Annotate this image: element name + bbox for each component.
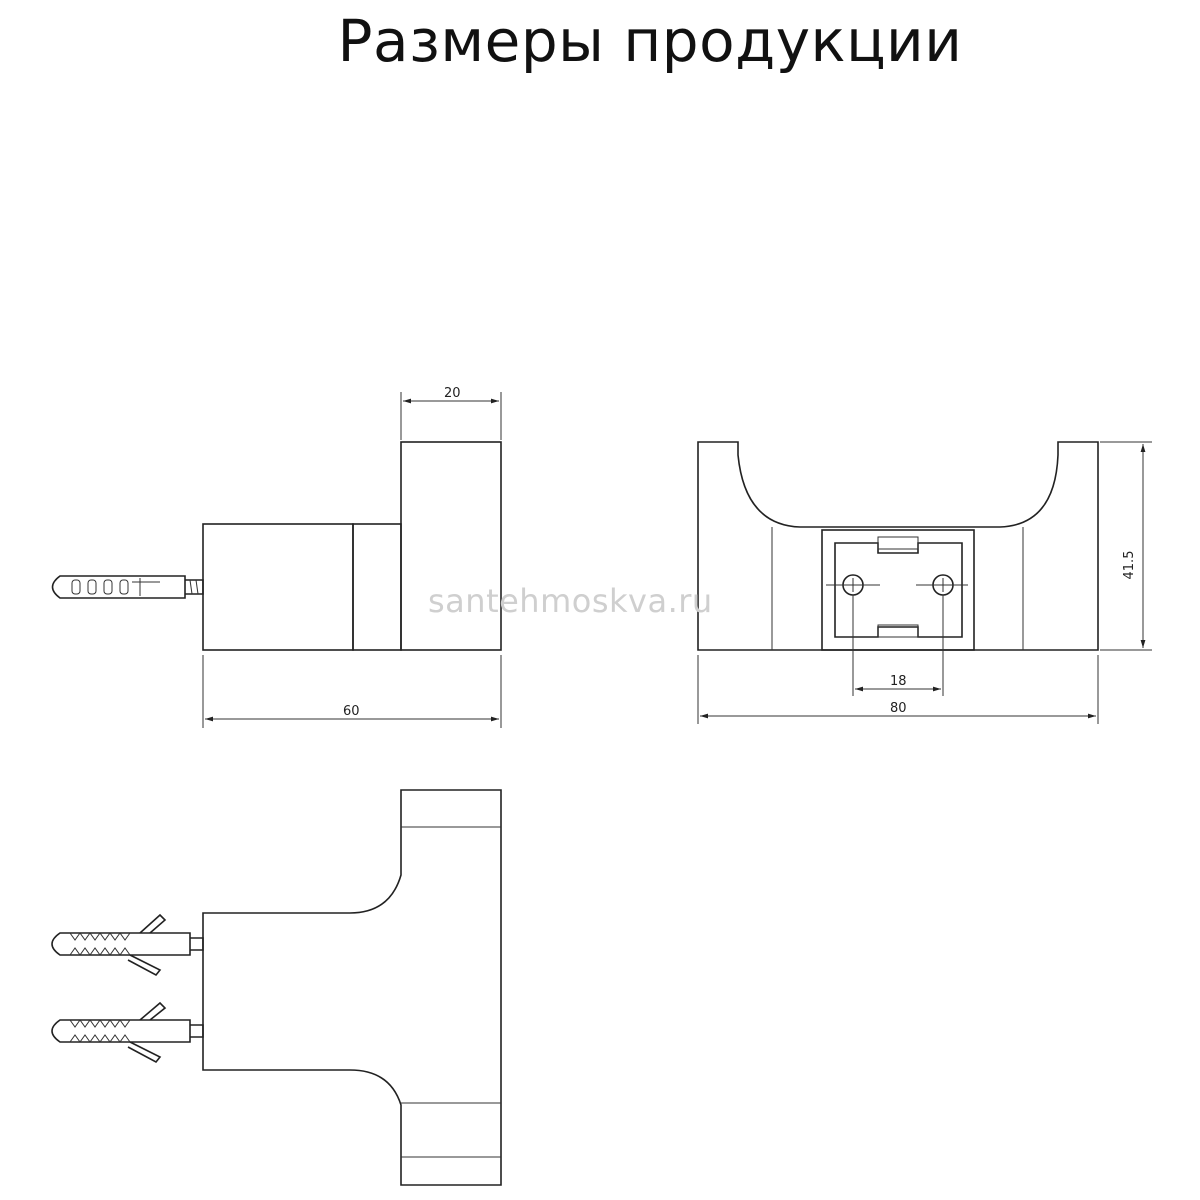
top-view bbox=[51, 789, 502, 1186]
side-view: 20 60 bbox=[51, 386, 502, 728]
dim-front-width: 80 bbox=[890, 701, 907, 716]
dim-front-height: 41.5 bbox=[1122, 551, 1137, 580]
wall-anchor-icon bbox=[51, 575, 204, 599]
front-view: 18 80 41.5 bbox=[697, 441, 1152, 724]
dim-mount-spacing: 18 bbox=[890, 674, 907, 689]
page-title: Размеры продукции bbox=[337, 7, 963, 75]
screw-icon bbox=[916, 574, 968, 596]
screw-icon bbox=[826, 574, 880, 596]
wall-anchor-icon bbox=[51, 913, 204, 977]
dim-side-depth: 60 bbox=[343, 704, 360, 719]
wall-anchor-icon bbox=[51, 1001, 204, 1064]
watermark: santehmoskva.ru bbox=[428, 582, 713, 620]
dim-side-width: 20 bbox=[444, 386, 461, 401]
